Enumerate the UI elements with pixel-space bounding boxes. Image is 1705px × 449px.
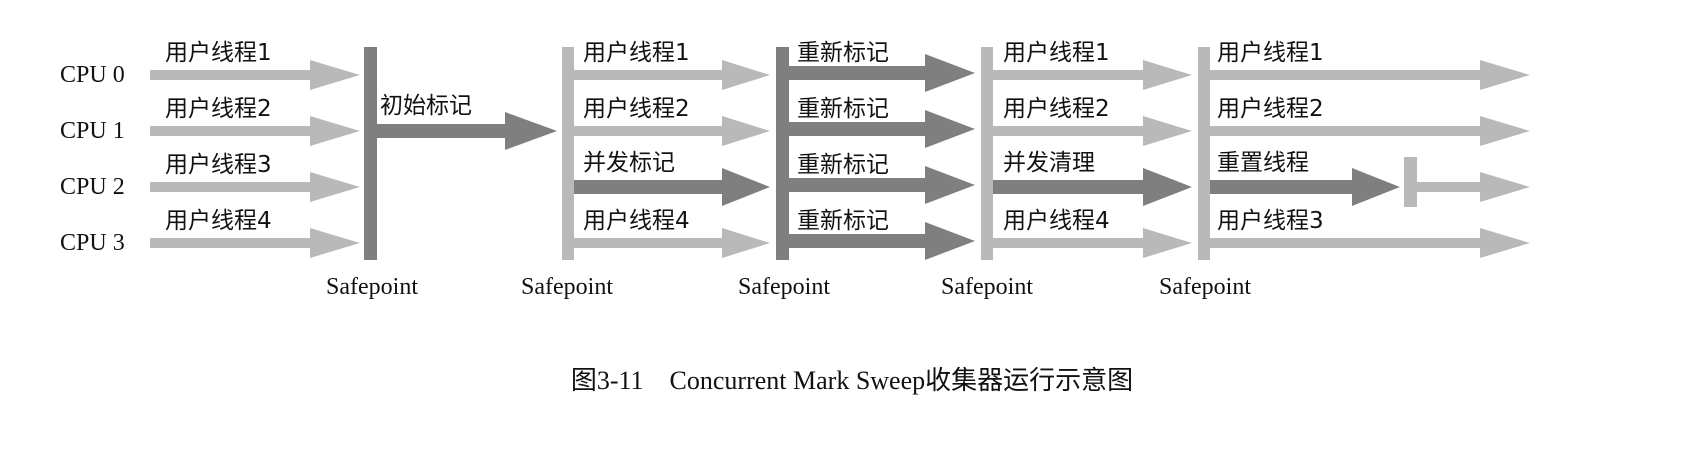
- phase4-arrow-2: [789, 166, 975, 204]
- phase5-arrow-2: [993, 168, 1192, 206]
- safepoint-bar-5: [1198, 47, 1210, 260]
- phase6-arrow-1: [1210, 116, 1530, 146]
- figure-caption: 图3-11 Concurrent Mark Sweep收集器运行示意图: [571, 366, 1133, 395]
- phase6-thread-label-2: 重置线程: [1217, 150, 1309, 176]
- safepoint-bar-1: [364, 47, 377, 260]
- phase5-arrow-0: [993, 60, 1192, 90]
- safepoint-label-1: Safepoint: [326, 274, 418, 300]
- phase4-thread-label-2: 重新标记: [797, 152, 889, 178]
- safepoint-label-2: Safepoint: [521, 274, 613, 300]
- phase6-thread-label-3: 用户线程3: [1217, 208, 1324, 234]
- cpu-label-0: CPU 0: [60, 62, 125, 88]
- phase3-thread-label-3: 用户线程4: [583, 208, 690, 234]
- phase2-label: 初始标记: [380, 93, 472, 119]
- safepoint-bar-2: [562, 47, 574, 260]
- phase3: 用户线程1 用户线程2 并发标记 用户线程4: [574, 40, 770, 258]
- safepoint-bar-4: [981, 47, 993, 260]
- phase6-arrow-3: [1210, 228, 1530, 258]
- phase2: 初始标记: [377, 93, 557, 150]
- phase5-thread-label-3: 用户线程4: [1003, 208, 1110, 234]
- safepoint-labels: Safepoint Safepoint Safepoint Safepoint …: [326, 274, 1251, 300]
- phase5: 用户线程1 用户线程2 并发清理 用户线程4: [993, 40, 1192, 258]
- phase4-thread-label-1: 重新标记: [797, 96, 889, 122]
- phase6-reset-arrow: [1210, 168, 1400, 206]
- cpu-label-3: CPU 3: [60, 230, 125, 256]
- phase3-arrow-3: [574, 228, 770, 258]
- phase4: 重新标记 重新标记 重新标记 重新标记: [789, 40, 975, 260]
- safepoint-label-4: Safepoint: [941, 274, 1033, 300]
- cpu-label-2: CPU 2: [60, 174, 125, 200]
- phase3-thread-label-2: 并发标记: [583, 150, 675, 176]
- cpu-labels: CPU 0 CPU 1 CPU 2 CPU 3: [60, 62, 125, 256]
- phase5-arrow-3: [993, 228, 1192, 258]
- phase3-arrow-1: [574, 116, 770, 146]
- phase1-arrow-1: [150, 116, 360, 146]
- phase3-arrow-0: [574, 60, 770, 90]
- phase5-thread-label-2: 并发清理: [1003, 150, 1095, 176]
- safepoint-label-3: Safepoint: [738, 274, 830, 300]
- phase4-thread-label-3: 重新标记: [797, 208, 889, 234]
- phase4-arrow-3: [789, 222, 975, 260]
- phase3-thread-label-1: 用户线程2: [583, 96, 690, 122]
- phase3-arrow-2: [574, 168, 770, 206]
- safepoint-label-5: Safepoint: [1159, 274, 1251, 300]
- phase4-arrow-1: [789, 110, 975, 148]
- phase5-arrow-1: [993, 116, 1192, 146]
- phase6-thread-label-1: 用户线程2: [1217, 96, 1324, 122]
- phase2-arrow: [377, 112, 557, 150]
- phase1-arrows: 用户线程1 用户线程2 用户线程3 用户线程4: [150, 40, 360, 258]
- phase1-arrow-3: [150, 228, 360, 258]
- phase5-thread-label-0: 用户线程1: [1003, 40, 1110, 66]
- phase1-thread-label-2: 用户线程3: [165, 152, 272, 178]
- phase4-thread-label-0: 重新标记: [797, 40, 889, 66]
- phase5-thread-label-1: 用户线程2: [1003, 96, 1110, 122]
- phase1-thread-label-0: 用户线程1: [165, 40, 272, 66]
- phase6: 用户线程1 用户线程2 重置线程 用户线程3: [1210, 40, 1530, 258]
- phase3-thread-label-0: 用户线程1: [583, 40, 690, 66]
- phase1-arrow-2: [150, 172, 360, 202]
- phase6-thread-label-0: 用户线程1: [1217, 40, 1324, 66]
- phase4-arrow-0: [789, 54, 975, 92]
- phase1-thread-label-3: 用户线程4: [165, 208, 272, 234]
- phase6-reset-end-bar: [1404, 157, 1417, 207]
- phase1-thread-label-1: 用户线程2: [165, 96, 272, 122]
- safepoint-bar-3: [776, 47, 789, 260]
- phase6-arrow-0: [1210, 60, 1530, 90]
- cpu-label-1: CPU 1: [60, 118, 125, 144]
- phase6-arrow-2: [1417, 172, 1530, 202]
- phase1-arrow-0: [150, 60, 360, 90]
